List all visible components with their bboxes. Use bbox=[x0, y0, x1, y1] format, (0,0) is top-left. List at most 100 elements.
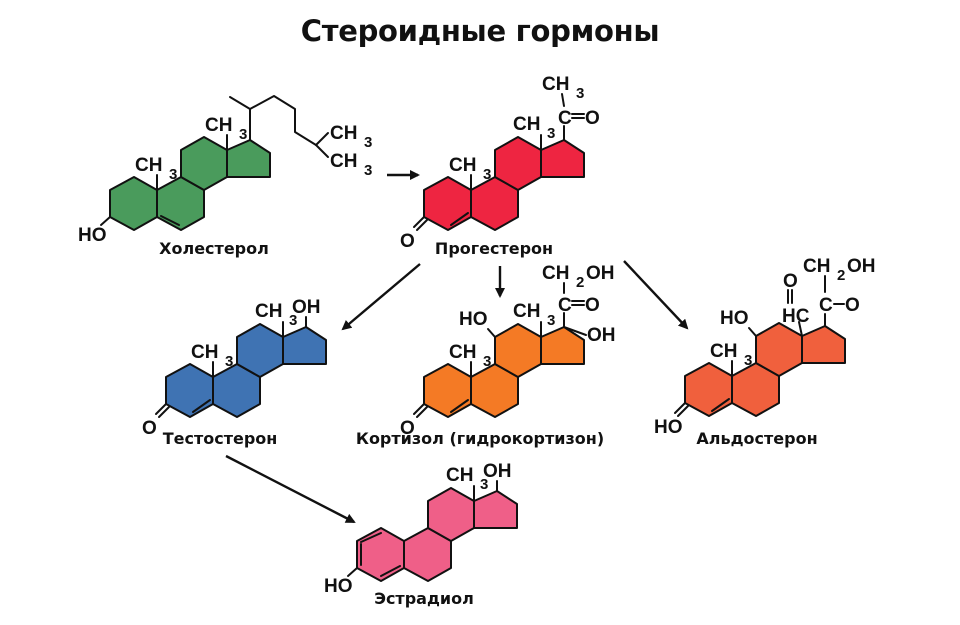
ring-d bbox=[540, 139, 585, 178]
subscript-3: 3 bbox=[547, 312, 555, 329]
bond-keto bbox=[413, 403, 425, 415]
atom-oh: OH bbox=[483, 461, 512, 482]
bond-keto bbox=[155, 403, 167, 415]
ring-d bbox=[540, 326, 585, 365]
subscript-3: 3 bbox=[744, 352, 752, 369]
bond-keto-2 bbox=[416, 219, 428, 231]
methyl-c19: CH 3 bbox=[449, 155, 491, 183]
bond-11-oh bbox=[487, 328, 496, 338]
atom-oh: OH bbox=[292, 297, 321, 318]
subscript-3: 3 bbox=[547, 125, 555, 142]
double-bond bbox=[192, 399, 211, 413]
subscript-2: 2 bbox=[837, 267, 845, 284]
bond-methyl-c26 bbox=[315, 132, 329, 146]
atom-ho: HO bbox=[654, 417, 683, 438]
atom-ch: CH bbox=[449, 342, 476, 363]
bond-methyl-c27 bbox=[315, 144, 329, 158]
atom-ch: CH bbox=[449, 155, 476, 176]
atom-oh: OH bbox=[586, 263, 615, 284]
methyl-c18: CH 3 bbox=[255, 301, 297, 329]
atom-ch: CH bbox=[255, 301, 282, 322]
atom-ch: CH bbox=[330, 151, 357, 172]
subscript-3: 3 bbox=[483, 166, 491, 183]
atom-ch: CH bbox=[205, 115, 232, 136]
bond-keto-2 bbox=[416, 406, 428, 418]
atom-ch: CH bbox=[446, 465, 473, 486]
atom-o: O bbox=[400, 418, 415, 439]
ring-d bbox=[282, 326, 327, 365]
subscript-3: 3 bbox=[483, 353, 491, 370]
atom-o: O bbox=[142, 418, 157, 439]
atom-oh: OH bbox=[587, 325, 616, 346]
subscript-3: 3 bbox=[239, 126, 247, 143]
atom-ch: CH bbox=[542, 74, 569, 95]
subscript-3: 3 bbox=[480, 476, 488, 493]
atom-ho: HO bbox=[720, 308, 749, 329]
atom-o: O bbox=[845, 295, 860, 316]
atom-ho: HO bbox=[459, 309, 488, 330]
molecule-estradiol: HO CH 3OH Эстрадиол bbox=[324, 461, 518, 608]
subscript-3: 3 bbox=[169, 166, 177, 183]
ring-a bbox=[165, 363, 214, 418]
atom-c: C bbox=[558, 295, 572, 316]
arrow-progesterone-to-aldosterone bbox=[623, 260, 689, 330]
molecule-name: Прогестерон bbox=[435, 239, 553, 258]
atom-ch: CH bbox=[803, 256, 830, 277]
ring-a bbox=[423, 176, 472, 231]
bond-oh bbox=[347, 567, 358, 577]
ring-a bbox=[423, 363, 472, 418]
side-chain bbox=[249, 95, 317, 146]
atom-ch: CH bbox=[710, 341, 737, 362]
arrow-progesterone-to-testosterone bbox=[341, 263, 421, 331]
diagram-title: Стероидные гормоны bbox=[300, 14, 660, 48]
methyl-c18: CH 3 bbox=[446, 465, 488, 493]
atom-ch: CH bbox=[135, 155, 162, 176]
bond-c18 bbox=[798, 321, 803, 337]
atom-hc: HC bbox=[782, 306, 810, 327]
methyl-c19: CH 3 bbox=[135, 155, 177, 183]
double-bond bbox=[711, 398, 730, 412]
atom-ho: HO bbox=[324, 576, 353, 597]
methyl-c21: CH 3 bbox=[542, 74, 584, 102]
ring-a bbox=[684, 362, 733, 417]
atom-ho: HO bbox=[78, 225, 107, 246]
ring-d bbox=[226, 139, 271, 178]
subscript-2: 2 bbox=[576, 274, 584, 291]
aromatic-bond bbox=[380, 565, 401, 577]
atom-o: O bbox=[585, 108, 600, 129]
ring-d bbox=[473, 490, 518, 529]
atom-oh: OH bbox=[847, 256, 876, 277]
bond-keto-2 bbox=[158, 406, 170, 418]
methyl-c19: CH 3 bbox=[710, 341, 752, 369]
molecule-name: Альдостерон bbox=[696, 429, 817, 448]
double-bond bbox=[450, 212, 469, 226]
atom-c: C bbox=[558, 108, 572, 129]
double-bond bbox=[160, 215, 180, 226]
atom-ch: CH bbox=[191, 342, 218, 363]
atom-ch: CH bbox=[330, 123, 357, 144]
atom-o: O bbox=[783, 271, 798, 292]
molecule-name: Эстрадиол bbox=[374, 589, 474, 608]
subscript-3: 3 bbox=[289, 312, 297, 329]
atom-c: C bbox=[819, 295, 833, 316]
methyl-c18: CH 3 bbox=[205, 115, 247, 143]
molecule-name: Кортизол (гидрокортизон) bbox=[356, 429, 604, 448]
bond-methyl-c21 bbox=[561, 93, 565, 107]
atom-ch: CH bbox=[542, 263, 569, 284]
bond-methyl-c21 bbox=[229, 96, 251, 110]
subscript-3: 3 bbox=[576, 85, 584, 102]
atom-ch: CH bbox=[513, 301, 540, 322]
aromatic-bond bbox=[360, 532, 382, 543]
bond-keto bbox=[413, 216, 425, 228]
